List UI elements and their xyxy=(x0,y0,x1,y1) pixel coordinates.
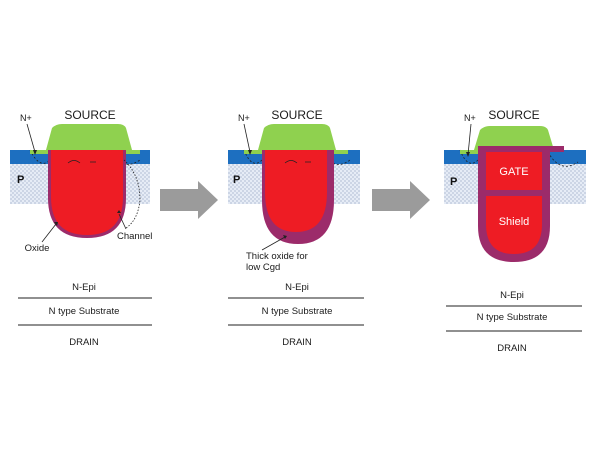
gate-label: GATE xyxy=(499,166,528,178)
layer-drain: DRAIN xyxy=(69,337,99,348)
p-body-label: P xyxy=(17,174,24,186)
n-plus-pointer-head xyxy=(33,150,37,155)
gate-poly xyxy=(51,150,123,235)
channel-callout: Channel xyxy=(117,231,152,242)
n-plus-pointer-head xyxy=(248,150,252,155)
n-plus-label: N+ xyxy=(20,113,32,123)
source-contact-green xyxy=(30,150,50,154)
layer-drain: DRAIN xyxy=(497,343,527,354)
gate-poly xyxy=(265,150,327,232)
layer-n-epi: N-Epi xyxy=(285,282,309,293)
gate-electrode xyxy=(486,152,542,190)
panel-conventional-trench: N+ SOURCE P Oxide Channel N-Epi N type S… xyxy=(10,108,152,348)
source-metal xyxy=(46,124,132,150)
thick-oxide-note-line-2: low Cgd xyxy=(246,262,280,273)
oxide-callout-pointer xyxy=(41,223,57,243)
shield-label: Shield xyxy=(499,216,530,228)
layer-n-substrate: N type Substrate xyxy=(477,312,548,323)
panel-thick-bottom-oxide: N+ SOURCE P Thick oxide for low Cgd N-Ep… xyxy=(228,108,364,348)
thick-oxide-pointer xyxy=(261,236,286,251)
oxide-callout: Oxide xyxy=(25,243,50,254)
source-label: SOURCE xyxy=(271,108,322,122)
layer-n-epi: N-Epi xyxy=(72,282,96,293)
source-contact-green-right xyxy=(324,150,348,154)
layer-n-substrate: N type Substrate xyxy=(262,306,333,317)
source-contact-green-right xyxy=(118,150,140,154)
n-plus-label: N+ xyxy=(464,113,476,123)
panel-shielded-gate: GATE Shield N+ SOURCE P N-Epi N type Sub… xyxy=(444,108,586,354)
arrow-right-icon xyxy=(372,181,430,219)
channel-region xyxy=(123,159,141,229)
source-oxide-cap xyxy=(548,146,564,152)
n-plus-dashed-boundary-right xyxy=(547,151,579,167)
source-contact-green xyxy=(244,150,262,154)
n-plus-pointer xyxy=(26,123,36,153)
thick-oxide-pointer-head xyxy=(283,235,287,239)
source-label: SOURCE xyxy=(488,108,539,122)
channel-pointer-head xyxy=(117,210,121,213)
source-metal xyxy=(474,126,554,150)
oxide-pointer-head xyxy=(54,222,58,226)
layer-drain: DRAIN xyxy=(282,337,312,348)
layer-n-substrate: N type Substrate xyxy=(49,306,120,317)
p-body-label: P xyxy=(450,176,457,188)
gate-top-mark xyxy=(67,160,96,164)
n-plus-dashed-boundary-right xyxy=(321,151,351,165)
channel-callout-pointer xyxy=(118,213,127,230)
p-body-label: P xyxy=(233,174,240,186)
layer-n-epi: N-Epi xyxy=(500,290,524,301)
n-plus-pointer-head xyxy=(466,152,470,157)
thick-oxide-note-line-1: Thick oxide for xyxy=(246,251,308,262)
arrow-right-icon xyxy=(160,181,218,219)
source-label: SOURCE xyxy=(64,108,115,122)
source-metal xyxy=(258,124,336,150)
gate-top-mark xyxy=(284,160,311,164)
n-plus-pointer xyxy=(467,123,472,156)
n-plus-pointer xyxy=(243,123,251,153)
shield-electrode xyxy=(486,196,542,254)
n-plus-label: N+ xyxy=(238,113,250,123)
